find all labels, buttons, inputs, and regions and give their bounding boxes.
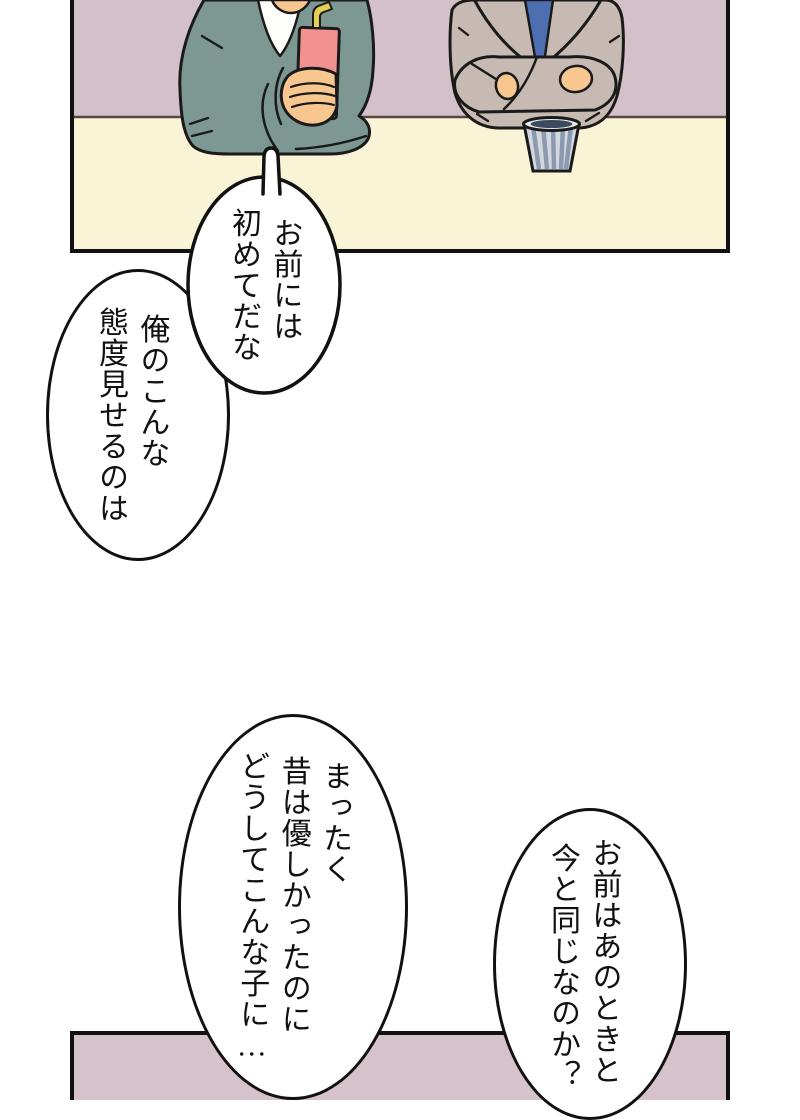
speech-bubble-4: お前はあのときと 今と同じなのか？	[493, 808, 687, 1120]
bubble-tail	[261, 146, 282, 196]
speech-bubble-3: まったく 昔は優しかったのに どうしてこんな子に…	[178, 714, 408, 1100]
speech-bubble-1: お前には 初めてだな	[186, 144, 342, 396]
hand	[279, 66, 339, 127]
speech-bubble-2-text: 俺のこんな 態度見せるのは	[90, 307, 173, 524]
text-column: 態度見せるのは	[94, 306, 127, 524]
bar-scene	[74, 0, 726, 249]
speech-bubble-3-text: まったく 昔は優しかったのに どうしてこんな子に…	[231, 751, 355, 1064]
neck	[270, 0, 312, 15]
person-left	[178, 0, 376, 156]
speech-bubble-1-text: お前には 初めてだな	[223, 208, 306, 363]
hand-cuff-left	[494, 71, 520, 101]
top-panel	[70, 0, 730, 253]
jacket-folds	[457, 26, 621, 123]
sleeve-line	[261, 82, 280, 153]
text-column: 俺のこんな	[135, 313, 169, 469]
cup-stripes	[530, 125, 574, 170]
text-column: お前はあのときと	[587, 837, 621, 1086]
counter	[74, 117, 726, 249]
hand-cuff-right	[558, 64, 594, 94]
person-right	[448, 0, 625, 130]
text-column: お前には	[268, 217, 302, 342]
cuff-line	[274, 66, 285, 126]
arm-line	[294, 134, 368, 151]
wall	[74, 0, 726, 117]
text-column: まったく	[318, 760, 352, 885]
bubble-shape	[493, 808, 687, 1120]
text-column: 今と同じなのか？	[546, 842, 579, 1091]
text-column: 初めてだな	[227, 207, 260, 363]
text-column: 昔は優しかったのに	[276, 755, 310, 1035]
cup	[522, 116, 581, 173]
jacket-folds	[188, 34, 326, 138]
text-column: どうしてこんな子に…	[235, 750, 269, 1064]
speech-bubble-4-text: お前はあのときと 今と同じなのか？	[542, 838, 625, 1091]
finger-lines	[288, 82, 337, 109]
straw	[312, 1, 333, 29]
bubble-shape	[178, 714, 408, 1100]
bubble-shape	[186, 146, 342, 395]
crossed-arms	[453, 55, 618, 114]
cup-rim-inner	[530, 120, 573, 128]
